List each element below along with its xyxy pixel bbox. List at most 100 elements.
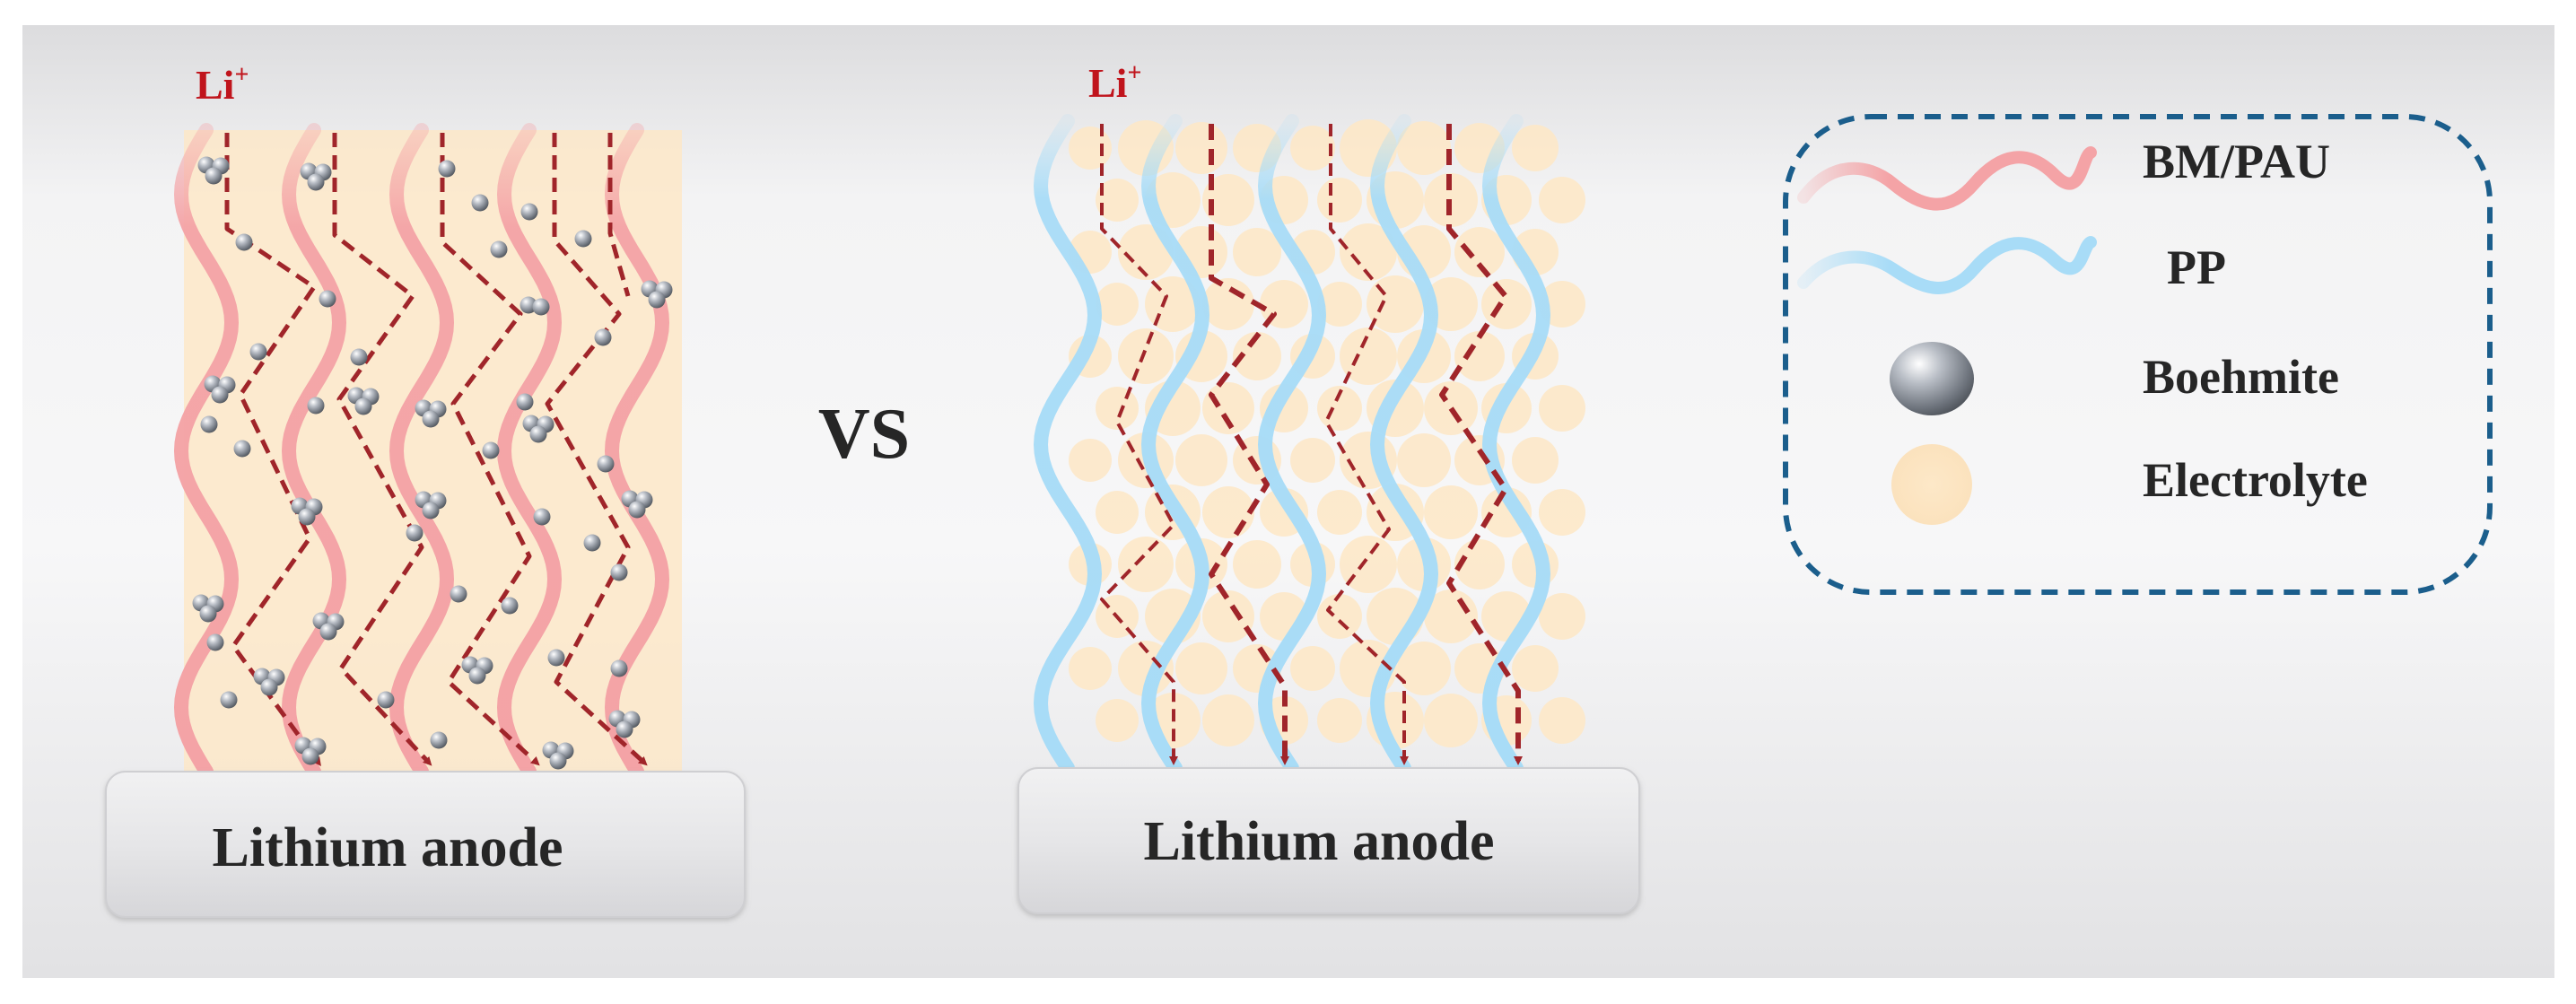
boehmite-particle xyxy=(482,441,500,459)
ion-path xyxy=(1324,124,1409,765)
electrolyte-droplet xyxy=(1317,386,1362,431)
boehmite-particle xyxy=(260,678,278,696)
electrolyte-droplet xyxy=(1317,594,1362,639)
left-anode-block xyxy=(105,771,746,918)
boehmite-particle xyxy=(438,160,456,178)
boehmite-particle xyxy=(319,623,337,641)
electrolyte-droplet xyxy=(1175,434,1227,486)
electrolyte-droplet xyxy=(1317,490,1362,535)
boehmite-particle xyxy=(520,296,537,314)
boehmite-particle xyxy=(471,194,489,212)
right-anode xyxy=(1017,767,1640,914)
electrolyte-droplet xyxy=(1202,486,1254,538)
electrolyte-droplet xyxy=(1233,540,1281,589)
electrolyte-droplet xyxy=(1290,438,1335,483)
boehmite-particle xyxy=(532,298,550,316)
electrolyte-droplet xyxy=(1202,382,1254,434)
electrolyte-droplet xyxy=(1233,332,1281,380)
boehmite-particle xyxy=(233,440,251,458)
boehmite-particle xyxy=(490,240,508,258)
boehmite-particle xyxy=(350,348,368,366)
ion-path xyxy=(607,133,631,297)
right-polymer-chains xyxy=(1033,114,1551,775)
electrolyte-droplet xyxy=(1539,177,1585,223)
electrolyte-droplet xyxy=(1481,279,1532,329)
legend: BM/PAU PP Boehmite Electrolyte xyxy=(1783,114,2493,595)
electrolyte-droplet xyxy=(1539,385,1585,432)
legend-frame xyxy=(1783,114,2493,595)
electrolyte-droplet xyxy=(1290,126,1335,170)
electrolyte-droplet xyxy=(1069,439,1112,482)
ion-path xyxy=(1439,124,1523,765)
legend-label-boehmite: Boehmite xyxy=(2143,350,2339,404)
legend-label-bm-pau: BM/PAU xyxy=(2143,135,2330,188)
electrolyte-droplet xyxy=(1539,489,1585,536)
boehmite-particle xyxy=(422,502,440,519)
electrolyte-droplet xyxy=(1118,328,1174,384)
electrolyte-droplet xyxy=(1367,275,1424,333)
boehmite-particle xyxy=(516,393,534,411)
electrolyte-droplet xyxy=(1397,121,1451,175)
electrolyte-droplet xyxy=(1454,539,1505,589)
right-ion-paths xyxy=(1100,124,1523,765)
pp-chain xyxy=(1033,114,1103,775)
electrolyte-droplet xyxy=(1096,491,1139,534)
boehmite-particle xyxy=(616,720,633,738)
boehmite-particle xyxy=(610,659,628,677)
right-anode-block xyxy=(1017,767,1640,914)
electrolyte-droplet xyxy=(1069,647,1112,690)
boehmite-particle xyxy=(307,173,325,191)
boehmite-particle xyxy=(533,508,551,526)
electrolyte-droplet xyxy=(1317,178,1362,223)
boehmite-particle xyxy=(597,455,615,473)
legend-label-pp: PP xyxy=(2167,240,2226,294)
legend-label-electrolyte: Electrolyte xyxy=(2143,453,2368,507)
boehmite-particle xyxy=(406,524,424,542)
boehmite-particle xyxy=(520,203,538,221)
electrolyte-circle-icon xyxy=(1891,444,1972,525)
electrolyte-droplet xyxy=(1069,127,1112,170)
electrolyte-droplet xyxy=(1202,590,1254,642)
electrolyte-droplet xyxy=(1317,282,1362,327)
bm-pau-chain xyxy=(389,123,455,779)
boehmite-particle xyxy=(430,731,448,749)
electrolyte-droplet xyxy=(1397,642,1451,695)
right-anode-label: Lithium anode xyxy=(1143,811,1494,872)
ion-path xyxy=(332,133,432,766)
boehmite-particle xyxy=(468,667,486,685)
boehmite-particle xyxy=(220,691,238,709)
boehmite-particle xyxy=(628,501,646,519)
electrolyte-droplet xyxy=(1096,179,1139,222)
ion-path xyxy=(440,133,540,766)
boehmite-particle xyxy=(549,752,567,770)
boehmite-particle xyxy=(501,597,519,615)
left-panel: Lithium anode Li+ xyxy=(105,61,746,918)
boehmite-particle xyxy=(422,410,440,428)
bm-pau-chain xyxy=(496,123,563,779)
electrolyte-droplet xyxy=(1118,537,1174,592)
ion-path xyxy=(1100,124,1178,765)
boehmite-particle xyxy=(450,585,467,603)
right-li-ion-label: Li+ xyxy=(1088,59,1141,106)
boehmite-particle xyxy=(547,649,565,667)
boehmite-particle xyxy=(648,291,666,309)
boehmite-particle xyxy=(583,534,601,552)
ion-path xyxy=(545,133,648,766)
pp-chain xyxy=(1481,114,1551,775)
electrolyte-droplet xyxy=(1454,227,1505,277)
boehmite-particle xyxy=(529,425,547,443)
ion-path xyxy=(1209,124,1289,765)
electrolyte-droplet xyxy=(1290,646,1335,691)
electrolyte-droplet xyxy=(1317,698,1362,743)
boehmite-particle xyxy=(211,386,229,404)
boehmite-particle xyxy=(377,691,395,709)
electrolyte-droplet xyxy=(1202,694,1254,746)
electrolyte-droplet xyxy=(1202,278,1254,330)
pp-chain xyxy=(1257,114,1327,775)
boehmite-particle xyxy=(319,290,336,308)
boehmite-particle xyxy=(610,563,628,581)
boehmite-particle xyxy=(205,167,223,185)
electrolyte-droplet xyxy=(1539,281,1585,327)
